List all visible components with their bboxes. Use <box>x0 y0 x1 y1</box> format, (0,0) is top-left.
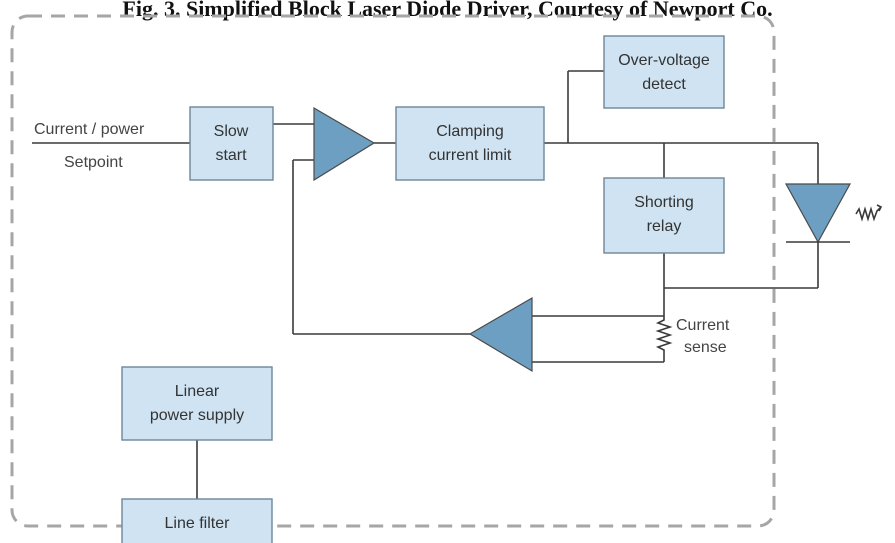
linear-ps-label-2: power supply <box>150 407 244 424</box>
clamping-label-2: current limit <box>429 147 512 164</box>
over-voltage-label-2: detect <box>642 76 686 93</box>
linear-ps-label-1: Linear <box>175 383 220 400</box>
shorting-relay-label-2: relay <box>647 218 682 235</box>
input-label-current-power: Current / power <box>34 121 145 138</box>
clamping-label-1: Clamping <box>436 123 504 140</box>
line-filter-block <box>121 498 273 543</box>
slow-start-block <box>189 106 274 181</box>
current-sense-resistor <box>655 316 673 354</box>
input-label-setpoint: Setpoint <box>64 154 123 171</box>
current-sense-label-1: Current <box>676 317 730 334</box>
signal-wires <box>32 70 819 499</box>
driver-enclosure <box>10 14 776 528</box>
shorting-relay-block <box>603 177 725 254</box>
line-filter-label: Line filter <box>165 515 231 532</box>
error-amplifier <box>313 106 376 182</box>
current-sense-label-2: sense <box>684 339 727 356</box>
over-voltage-label-1: Over-voltage <box>618 52 710 69</box>
clamping-current-limit-block <box>395 106 545 181</box>
over-voltage-detect-block <box>603 35 725 109</box>
sense-amplifier <box>468 296 533 373</box>
laser-diode-icon <box>784 183 883 244</box>
slow-start-label-1: Slow <box>214 123 249 140</box>
linear-power-supply-block <box>121 366 273 441</box>
shorting-relay-label-1: Shorting <box>634 194 694 211</box>
slow-start-label-2: start <box>215 147 247 164</box>
